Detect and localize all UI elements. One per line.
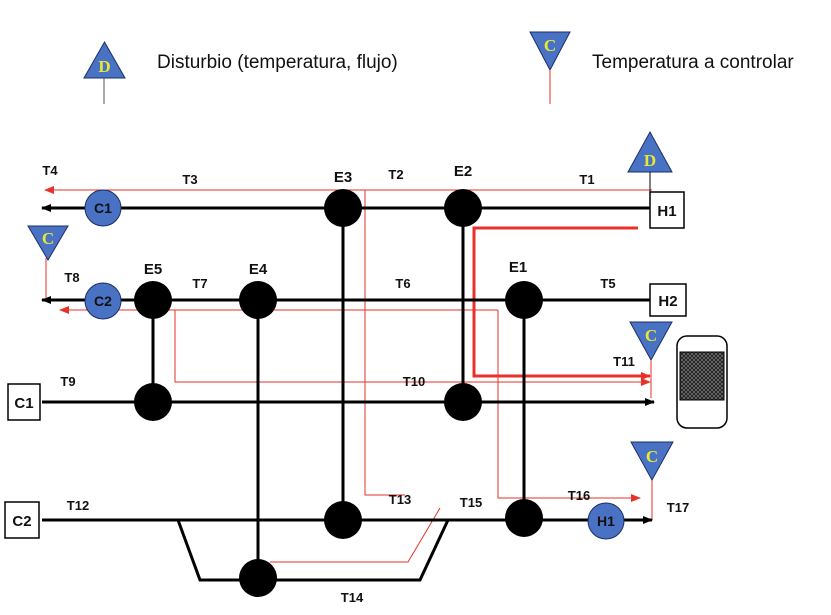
exchanger-labels: E3 E2 E5 E4 E1	[144, 163, 527, 278]
control-t17-icon	[630, 441, 674, 482]
control-t8-icon	[27, 225, 69, 261]
signal-line-t14	[270, 507, 441, 563]
disturbance-h1-letter: D	[644, 151, 656, 170]
label-e1: E1	[509, 259, 527, 276]
label-t16: T16	[568, 488, 590, 503]
box-h2-label: H2	[658, 293, 677, 310]
reactor-vessel	[676, 335, 728, 429]
control-t11-letter: C	[645, 326, 657, 345]
markers: D C C C	[27, 130, 674, 482]
control-t8-letter: C	[42, 229, 54, 248]
label-e2: E2	[454, 163, 472, 180]
box-h2	[649, 283, 687, 317]
legend-disturbance: D Disturbio (temperatura, flujo)	[83, 40, 398, 104]
exchanger-e4-top	[239, 281, 277, 319]
label-t17: T17	[667, 500, 689, 515]
label-t3: T3	[182, 172, 197, 187]
label-t5: T5	[600, 276, 615, 291]
box-c2	[4, 501, 40, 539]
label-t2: T2	[388, 167, 403, 182]
exchanger-e5-bottom	[134, 383, 172, 421]
legend-control-text: Temperatura a controlar	[592, 52, 794, 73]
cooler-c2	[84, 282, 122, 320]
label-e5: E5	[144, 261, 162, 278]
stream-c2-bypass	[176, 519, 450, 582]
utilities: C1 C2 H1	[84, 189, 625, 540]
exchangers	[134, 189, 543, 597]
label-t15: T15	[460, 495, 482, 510]
reactor-packing	[679, 351, 725, 401]
exchanger-e1-bottom	[505, 499, 543, 537]
label-e3: E3	[334, 169, 352, 186]
box-c2-label: C2	[12, 513, 31, 530]
box-h1	[649, 191, 685, 229]
legend-disturbance-letter: D	[98, 57, 110, 76]
box-h1-label: H1	[657, 203, 676, 220]
cooler-c1	[84, 189, 122, 227]
label-t11: T11	[613, 354, 635, 369]
legend-disturbance-text: Disturbio (temperatura, flujo)	[157, 52, 398, 73]
signal-line-t16	[497, 310, 641, 502]
control-t17-letter: C	[646, 447, 658, 466]
label-t6: T6	[395, 276, 410, 291]
legend: D Disturbio (temperatura, flujo) C Tempe…	[83, 31, 794, 104]
exchanger-e2-bottom	[444, 383, 482, 421]
legend-control-letter: C	[544, 36, 556, 55]
temperature-labels: T1 T2 T3 T4 T5 T6 T7 T8 T9 T10 T11 T12 T…	[42, 163, 689, 605]
cooler-c2-label: C2	[94, 293, 112, 309]
exchanger-e1-top	[505, 281, 543, 319]
label-t12: T12	[67, 498, 89, 513]
legend-control: C Temperatura a controlar	[529, 31, 794, 104]
stream-boxes: H1 H2 C1 C2	[4, 191, 687, 539]
exchanger-e4-bottom	[239, 559, 277, 597]
label-t8: T8	[64, 270, 79, 285]
label-e4: E4	[249, 261, 268, 278]
box-c1-label: C1	[14, 395, 33, 412]
signal-line-t10	[174, 310, 651, 386]
label-t10: T10	[403, 374, 425, 389]
heater-h1-label: H1	[597, 513, 615, 529]
exchanger-e3-top	[324, 189, 362, 227]
label-t13: T13	[389, 492, 411, 507]
control-t11-icon	[629, 321, 673, 362]
control-triangle-icon	[529, 31, 571, 72]
label-t4: T4	[42, 163, 58, 178]
box-c1	[7, 383, 41, 421]
exchanger-e3-bottom	[324, 501, 362, 539]
exchanger-e5-top	[134, 281, 172, 319]
label-t1: T1	[579, 172, 594, 187]
label-t14: T14	[341, 590, 364, 605]
signal-line-t13	[364, 190, 405, 496]
exchanger-e2-top	[444, 189, 482, 227]
bypass-line-t11	[472, 226, 651, 380]
heater-h1	[587, 502, 625, 540]
cooler-c1-label: C1	[94, 200, 112, 216]
label-t7: T7	[192, 276, 207, 291]
label-t9: T9	[60, 374, 75, 389]
